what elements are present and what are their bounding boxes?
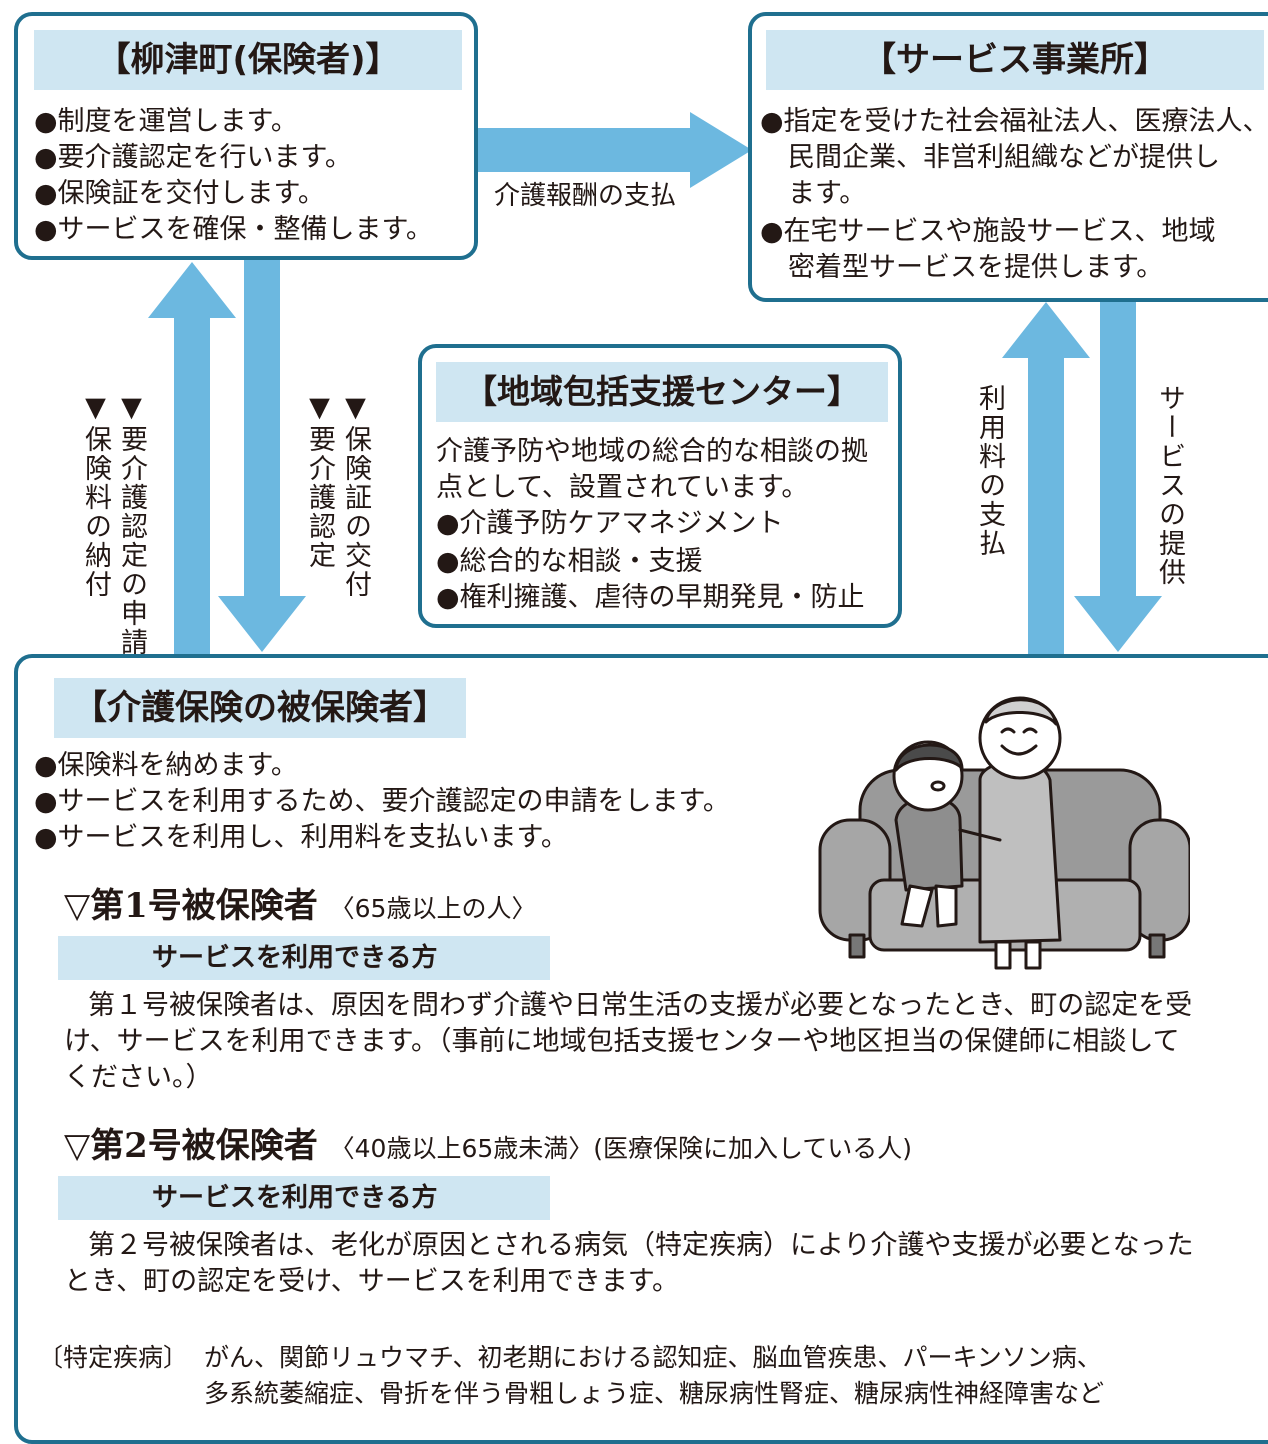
label-service-provision: サービスの提供 <box>1154 384 1185 587</box>
label-certification: ▼要介護認定 <box>304 392 335 570</box>
second-body-line: とき、町の認定を受け、サービスを利用できます。 <box>64 1266 680 1297</box>
insurer-item: ●制度を運営します。 <box>34 106 298 137</box>
provider-line: 民間企業、非営利組織などが提供し <box>788 142 1220 173</box>
insurer-item: ●サービスを確保・整備します。 <box>34 214 433 245</box>
first-body-line: 第１号被保険者は、原因を問わず介護や日常生活の支援が必要となったとき、町の認定を… <box>88 990 1193 1021</box>
second-eligibility-band: サービスを利用できる方 <box>58 1176 550 1220</box>
second-body-line: 第２号被保険者は、老化が原因とされる病気（特定疾病）により介護や支援が必要となっ… <box>88 1230 1194 1261</box>
insurer-title: 【柳津町(保険者)】 <box>34 30 462 90</box>
center-line: ●介護予防ケアマネジメント <box>436 508 784 539</box>
first-body-line: ください。） <box>64 1062 213 1093</box>
first-insured-age-note: 〈65歳以上の人〉 <box>329 894 537 923</box>
first-body-line: け、サービスを利用できます。（事前に地域包括支援センターや地区担当の保健師に相談… <box>64 1026 1180 1057</box>
provider-box: 【サービス事業所】 ●指定を受けた社会福祉法人、医療法人、 民間企業、非営利組織… <box>748 12 1268 302</box>
provider-title: 【サービス事業所】 <box>766 30 1264 90</box>
center-line: 介護予防や地域の総合的な相談の拠 <box>436 436 868 467</box>
first-insured-heading: ▽第1号被保険者 〈65歳以上の人〉 <box>64 884 536 931</box>
center-line: 点として、設置されています。 <box>436 472 809 503</box>
insured-box: 【介護保険の被保険者】 ●保険料を納めます。 ●サービスを利用するため、要介護認… <box>14 654 1268 1444</box>
insurer-item: ●保険証を交付します。 <box>34 178 325 209</box>
insured-title: 【介護保険の被保険者】 <box>54 678 466 738</box>
insured-item: ●保険料を納めます。 <box>34 750 298 781</box>
label-card-issuance: ▼保険証の交付 <box>340 392 371 599</box>
second-insured-age-note: 〈40歳以上65歳未満〉(医療保険に加入している人) <box>329 1134 913 1163</box>
label-fee-payment: 利用料の支払 <box>974 384 1005 558</box>
center-line: ●総合的な相談・支援 <box>436 546 703 577</box>
first-insured-heading-text: ▽第1号被保険者 <box>64 886 318 926</box>
arrow-down-to-insured-service <box>1074 300 1162 652</box>
arrow-right-payment <box>478 112 752 188</box>
specified-diseases-label: 〔特定疾病〕 <box>38 1343 189 1372</box>
provider-line: ●在宅サービスや施設サービス、地域 <box>760 216 1216 247</box>
provider-line: 密着型サービスを提供します。 <box>788 252 1164 283</box>
first-eligibility-band: サービスを利用できる方 <box>58 936 550 980</box>
arrow-down-to-insured <box>218 260 306 652</box>
second-insured-heading-text: ▽第2号被保険者 <box>64 1126 318 1166</box>
specified-diseases-line: 多系統萎縮症、骨折を伴う骨粗しょう症、糖尿病性腎症、糖尿病性神経障害など <box>204 1379 1105 1408</box>
center-title: 【地域包括支援センター】 <box>436 362 888 422</box>
label-apply-certification: ▼要介護認定の申請 <box>116 392 147 657</box>
center-line: ●権利擁護、虐待の早期発見・防止 <box>436 582 865 613</box>
arrow-up-to-provider <box>1002 302 1090 658</box>
specified-diseases-line: がん、関節リュウマチ、初老期における認知症、脳血管疾患、パーキンソン病、 <box>204 1343 1102 1372</box>
insured-item: ●サービスを利用し、利用料を支払います。 <box>34 822 568 853</box>
provider-line: ●指定を受けた社会福祉法人、医療法人、 <box>760 106 1268 137</box>
label-premium-payment: ▼保険料の納付 <box>80 392 111 599</box>
insurer-box: 【柳津町(保険者)】 ●制度を運営します。 ●要介護認定を行います。 ●保険証を… <box>14 12 478 260</box>
insured-item: ●サービスを利用するため、要介護認定の申請をします。 <box>34 786 730 817</box>
family-sofa-illustration <box>818 696 1190 970</box>
second-insured-heading: ▽第2号被保険者 〈40歳以上65歳未満〉(医療保険に加入している人) <box>64 1124 912 1171</box>
center-box: 【地域包括支援センター】 介護予防や地域の総合的な相談の拠 点として、設置されて… <box>418 344 902 628</box>
provider-line: ます。 <box>788 178 867 209</box>
insurer-item: ●要介護認定を行います。 <box>34 142 352 173</box>
payment-label: 介護報酬の支払 <box>494 181 677 211</box>
arrow-up-to-insurer <box>148 262 236 658</box>
